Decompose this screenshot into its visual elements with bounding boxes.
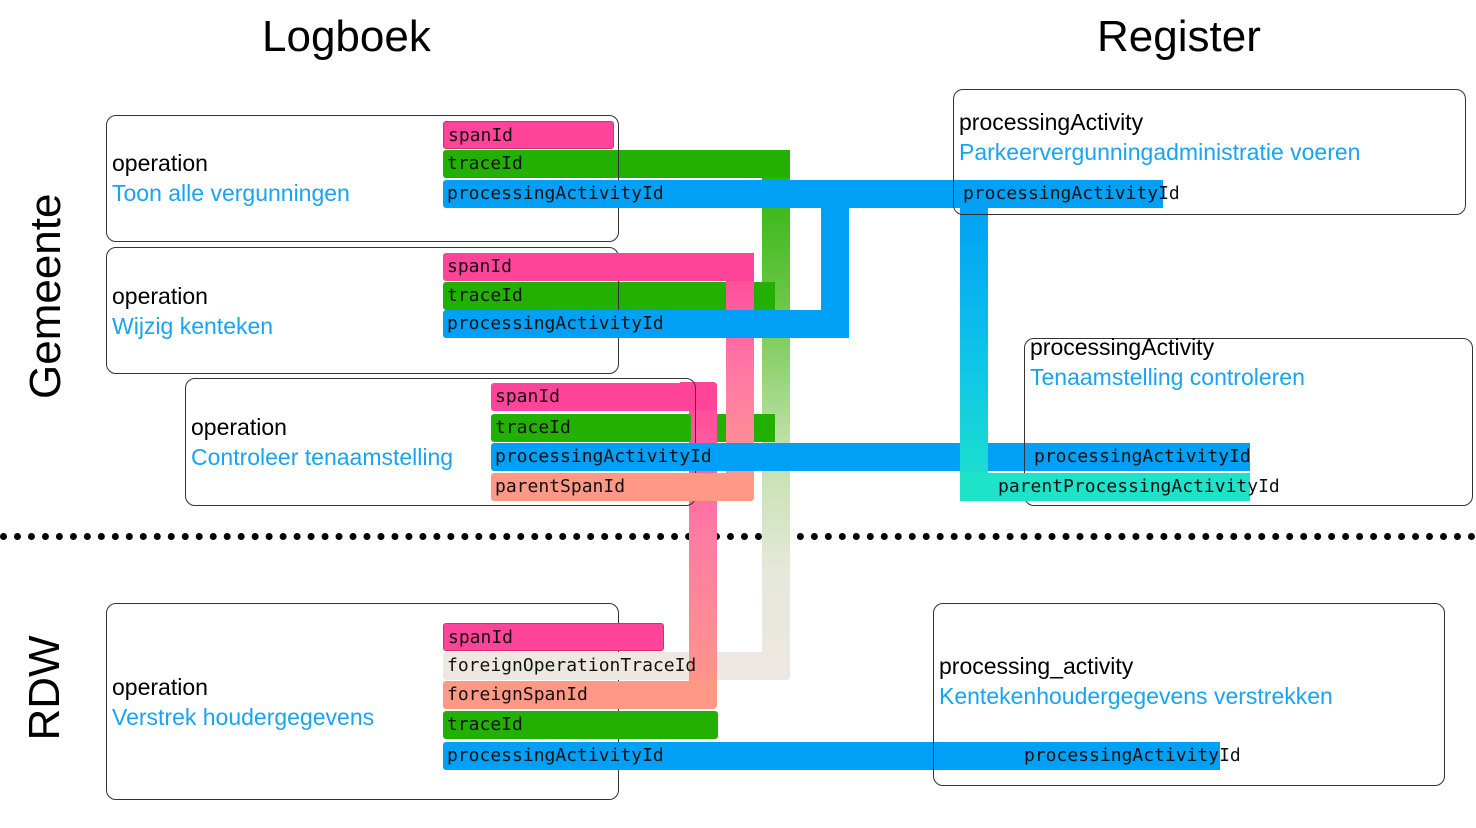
operation-value: Verstrek houdergegevens bbox=[112, 704, 375, 730]
trace-connector-1 bbox=[600, 150, 790, 178]
register-activity-2 bbox=[1024, 338, 1473, 506]
organization-divider bbox=[0, 533, 1476, 540]
operation-value: Wijzig kenteken bbox=[112, 313, 274, 339]
processing-activity-label: processingActivity bbox=[959, 109, 1144, 135]
field-trace-id: traceId bbox=[443, 711, 718, 739]
operation-label: operation bbox=[112, 674, 208, 700]
field-trace-id: traceId bbox=[443, 150, 603, 178]
operation-label: operation bbox=[191, 414, 287, 440]
logboek-operation-3 bbox=[185, 378, 696, 506]
field-parent-span-id: parentSpanId bbox=[491, 473, 754, 501]
logboek-operation-1 bbox=[106, 115, 619, 242]
field-processing-activity-id: processingActivityId bbox=[959, 180, 1180, 208]
field-foreign-span-id: foreignSpanId bbox=[443, 681, 643, 709]
field-span-id: spanId bbox=[443, 121, 614, 149]
field-processing-activity-id: processingActivityId bbox=[1030, 443, 1251, 471]
field-parent-processing-activity-id: parentProcessingActivityId bbox=[994, 473, 1280, 501]
field-processing-activity-id: processingActivityId bbox=[443, 742, 664, 770]
processing-activity-value: Parkeervergunningadministratie voeren bbox=[959, 139, 1361, 165]
field-processing-activity-id: processingActivityId bbox=[491, 443, 712, 471]
processing-activity-value: Kentekenhoudergegevens verstrekken bbox=[939, 683, 1333, 709]
foreign-span-connector-vertical bbox=[689, 382, 717, 708]
field-span-id: spanId bbox=[491, 383, 691, 411]
processing-activity-value: Tenaamstelling controleren bbox=[1030, 364, 1305, 390]
processing-activity-label: processingActivity bbox=[1030, 334, 1215, 360]
field-processing-activity-id: processingActivityId bbox=[443, 310, 664, 338]
register-heading: Register bbox=[1097, 12, 1261, 61]
parent-processing-connector-vertical bbox=[960, 205, 988, 500]
field-trace-id: traceId bbox=[443, 282, 603, 310]
field-processing-activity-id: processingActivityId bbox=[1020, 742, 1241, 770]
operation-label: operation bbox=[112, 150, 208, 176]
field-span-id: spanId bbox=[443, 623, 664, 651]
processing-activity-label: processing_activity bbox=[939, 653, 1134, 679]
field-trace-id: traceId bbox=[491, 414, 691, 442]
field-span-id: spanId bbox=[443, 253, 623, 281]
field-foreign-operation-trace-id: foreignOperationTraceId bbox=[443, 652, 696, 680]
logboek-heading: Logboek bbox=[262, 12, 431, 61]
register-activity-3 bbox=[933, 603, 1445, 786]
gemeente-label: Gemeente bbox=[21, 193, 70, 399]
field-processing-activity-id: processingActivityId bbox=[443, 180, 664, 208]
operation-label: operation bbox=[112, 283, 208, 309]
rdw-label: RDW bbox=[20, 635, 69, 741]
operation-value: Toon alle vergunningen bbox=[112, 180, 350, 206]
register-activity-1 bbox=[953, 89, 1466, 215]
span-connector-2 bbox=[600, 253, 754, 281]
operation-value: Controleer tenaamstelling bbox=[191, 444, 454, 470]
